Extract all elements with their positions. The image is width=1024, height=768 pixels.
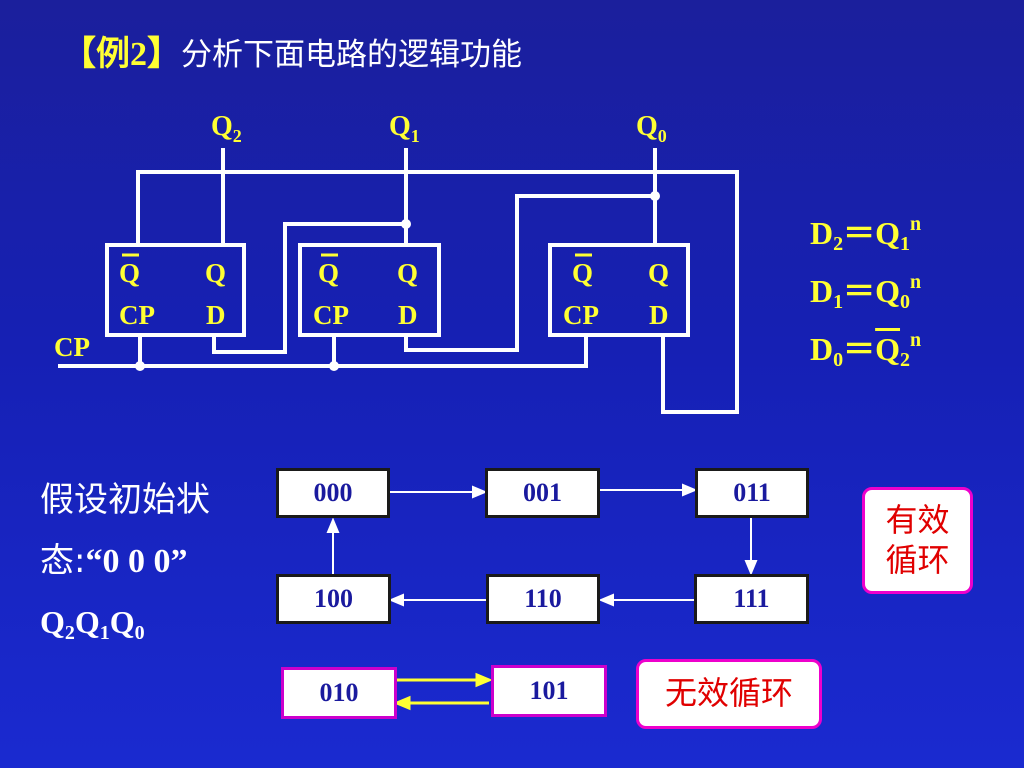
example-tag: 【例2】 (62, 36, 181, 73)
ff0-q-label: Q (648, 258, 669, 288)
ff1-d-label: D (398, 300, 418, 330)
q1-label: Q1 (389, 111, 420, 146)
ff1-q-label: Q (397, 258, 418, 288)
q2-label: Q2 (211, 111, 242, 146)
ff2-d-label: D (206, 300, 226, 330)
title-text: 分析下面电路的逻辑功能 (181, 37, 522, 73)
junction-dot (650, 191, 660, 201)
flip-flop-2 (105, 243, 246, 337)
clock-label: CP (54, 332, 90, 362)
ff2-qbar-label: Q (119, 258, 140, 288)
state-001: 001 (485, 468, 600, 518)
junction-dot (135, 361, 145, 371)
q2bar-feedback-wire (136, 170, 739, 414)
ff1-qbar-label: Q (318, 258, 339, 288)
ff0-qbar-label: Q (572, 258, 593, 288)
state-010: 010 (281, 667, 397, 719)
ff2-q-label: Q (205, 258, 226, 288)
state-101: 101 (491, 665, 607, 717)
state-111: 111 (694, 574, 809, 624)
equation-d1: D1＝Q0n (810, 271, 922, 313)
valid-cycle-label-line2: 循环 (885, 541, 950, 579)
ff2-cp-label: CP (119, 300, 155, 330)
assumption-line1: 假设初始状 (40, 480, 210, 520)
page-title: 【例2】分析下面电路的逻辑功能 (62, 26, 522, 75)
q0-label: Q0 (636, 111, 667, 146)
state-110: 110 (486, 574, 600, 624)
state-000: 000 (276, 468, 390, 518)
ff0-d-label: D (649, 300, 669, 330)
flip-flop-0 (548, 243, 690, 337)
state-011: 011 (695, 468, 809, 518)
q1-to-d2-wire (212, 222, 408, 354)
equation-d2: D2＝Q1n (810, 213, 922, 255)
assumption-line2: 态:“0 0 0” (40, 541, 188, 581)
state-order-label: Q2Q1Q0 (40, 604, 145, 644)
ff1-cp-label: CP (313, 300, 349, 330)
ff0-cp-label: CP (563, 300, 599, 330)
invalid-cycle-badge: 无效循环 (636, 659, 822, 729)
flip-flop-1 (298, 243, 441, 337)
valid-cycle-label-line1: 有效 (885, 501, 950, 539)
junction-dot (401, 219, 411, 229)
junction-dot (329, 361, 339, 371)
q0-to-d1-wire (404, 194, 657, 352)
equation-d0: D0＝Q2n (810, 329, 922, 371)
state-100: 100 (276, 574, 391, 624)
valid-cycle-badge: 有效 循环 (862, 487, 973, 594)
